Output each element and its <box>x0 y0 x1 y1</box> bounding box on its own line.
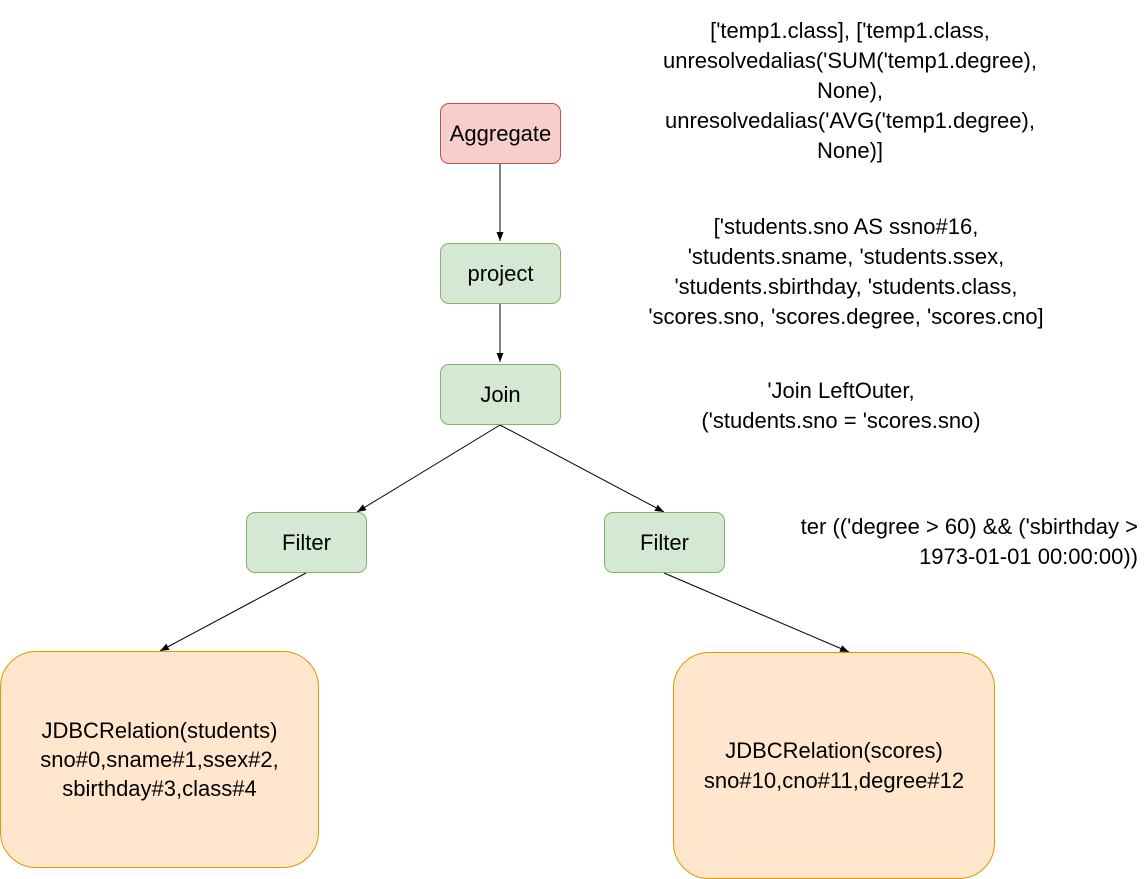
project-annotation: ['students.sno AS ssno#16, 'students.sna… <box>648 214 1044 329</box>
join-annotation: 'Join LeftOuter, ('students.sno = 'score… <box>701 378 981 433</box>
students-relation-node[interactable]: JDBCRelation(students) sno#0,sname#1,sse… <box>0 651 319 868</box>
edge-filter-left-to-students <box>159 572 307 652</box>
edge-join-to-filter-right <box>499 424 665 513</box>
filter-right-annotation: ter (('degree > 60) && ('sbirthday > 197… <box>800 514 1138 569</box>
join-node[interactable]: Join <box>440 364 561 425</box>
filter-left-node[interactable]: Filter <box>246 512 367 573</box>
aggregate-annotation: ['temp1.class], ['temp1.class, unresolve… <box>662 18 1037 163</box>
project-node[interactable]: project <box>440 243 561 304</box>
filter-right-node[interactable]: Filter <box>604 512 725 573</box>
aggregate-node[interactable]: Aggregate <box>440 103 561 164</box>
edge-join-to-filter-left <box>356 424 501 513</box>
edge-filter-right-to-scores <box>663 572 850 653</box>
scores-relation-node[interactable]: JDBCRelation(scores) sno#10,cno#11,degre… <box>673 652 995 879</box>
